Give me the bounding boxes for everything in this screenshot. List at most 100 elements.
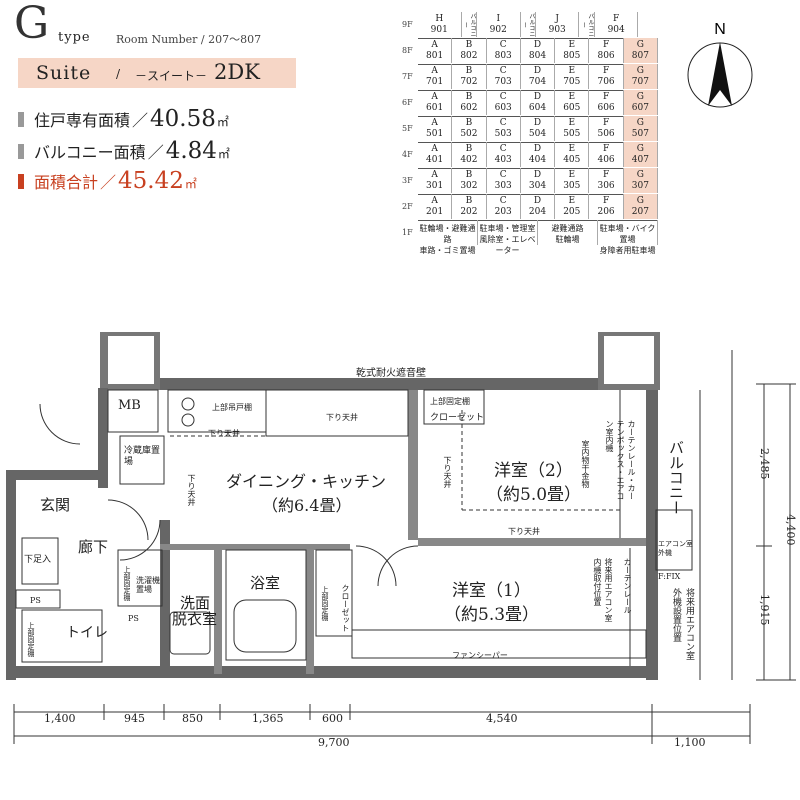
unit-type: F (602, 92, 610, 102)
ground-text: 駐輪場・避難通路 (419, 224, 476, 244)
unit-type: J (555, 14, 559, 24)
unit-type: G (636, 170, 644, 180)
unit-type: バルコニー (461, 13, 476, 37)
suite-banner (18, 58, 296, 88)
suite-word: Suite (36, 62, 92, 84)
shoe-rack-label: 下足入 (24, 555, 52, 565)
unit-number: 606 (597, 103, 615, 113)
area-value: 4.84 (165, 138, 217, 164)
floor-label: 7F (402, 72, 413, 81)
fan-seeper-label: ファンシーパー (452, 651, 508, 660)
unit-type: A (431, 170, 438, 180)
unit-type: B (465, 118, 473, 128)
unit-type: D (533, 66, 542, 76)
unit-type: C (499, 196, 507, 206)
unit-type: B (465, 170, 473, 180)
bullet-mark (18, 173, 24, 189)
unit-type: E (568, 170, 576, 180)
ground-text: 風除室・エレベーター (479, 235, 536, 255)
unit-type: F (602, 144, 610, 154)
unit-type: D (533, 144, 542, 154)
unit-type: F (602, 40, 610, 50)
dim-balcony: 1,100 (674, 736, 706, 749)
area-label: 面積合計 (34, 173, 99, 192)
western1-size: （約5.3畳） (444, 605, 540, 625)
unit-type: E (568, 196, 576, 206)
dropped-ceiling-label: 下り天井 (326, 413, 358, 422)
unit-number: 802 (460, 51, 478, 61)
unit-type: バルコニー (579, 13, 594, 37)
unit-number: 407 (631, 155, 649, 165)
unit-type: A (431, 144, 438, 154)
area-balcony: バルコニー面積 ／ 4.84 ㎡ (18, 138, 230, 164)
ground-text: 身障者用駐車場 (599, 246, 656, 255)
unit-type: F (602, 118, 610, 128)
ps-label: PS (128, 614, 139, 623)
ground-text: 車路・ゴミ置場 (419, 246, 476, 255)
unit-number: 303 (494, 181, 512, 191)
unit-number: 707 (631, 77, 649, 87)
fixed-shelf-label: 上部固定棚 (321, 586, 329, 621)
dim-right-total: 4,400 (784, 514, 797, 546)
curtain-box-label: カーテンレール・カーテンボックス・エアコン室内機 (605, 420, 636, 500)
unit-type: G (636, 144, 644, 154)
unit-type: G (636, 92, 644, 102)
closet-label: クローゼット (430, 413, 485, 423)
unit-number: 404 (528, 155, 547, 165)
suite-kana: －スイート－ (135, 69, 208, 83)
fixed-shelf-label: 上部固定棚 (430, 397, 470, 406)
fix-label: F:FIX (658, 572, 681, 581)
unit-type: D (533, 92, 542, 102)
dk-name: ダイニング・キッチン (226, 472, 387, 491)
dim-right: 1,915 (758, 594, 771, 626)
unit-number: 904 (607, 25, 625, 35)
unit-type: B (465, 144, 473, 154)
unit-cell: バルコニー (462, 12, 477, 37)
unit-number: 706 (597, 77, 615, 87)
area-value: 40.58 (150, 106, 216, 132)
ground-text: 駐車場・バイク置場 (599, 224, 656, 244)
unit-type: C (499, 170, 507, 180)
unit-type: F (613, 14, 620, 24)
unit-type: C (499, 66, 507, 76)
compass-icon: N (687, 21, 753, 108)
slash: ／ (147, 143, 164, 162)
north-arrow-icon (708, 42, 732, 106)
unit-type: A (431, 92, 438, 102)
bullet-mark (18, 143, 24, 159)
floor-label: 9F (402, 20, 413, 29)
unit-type: B (465, 196, 473, 206)
unit-type: B (465, 40, 473, 50)
unit-type: D (533, 196, 542, 206)
mb-label: MB (118, 398, 141, 413)
unit-number: 304 (528, 181, 547, 191)
future-ac-label: 将来用エアコン室内機取付位置 (593, 558, 613, 622)
unit-number: 305 (563, 181, 581, 191)
floor-label: 4F (402, 150, 413, 159)
type-word: type (58, 30, 91, 45)
